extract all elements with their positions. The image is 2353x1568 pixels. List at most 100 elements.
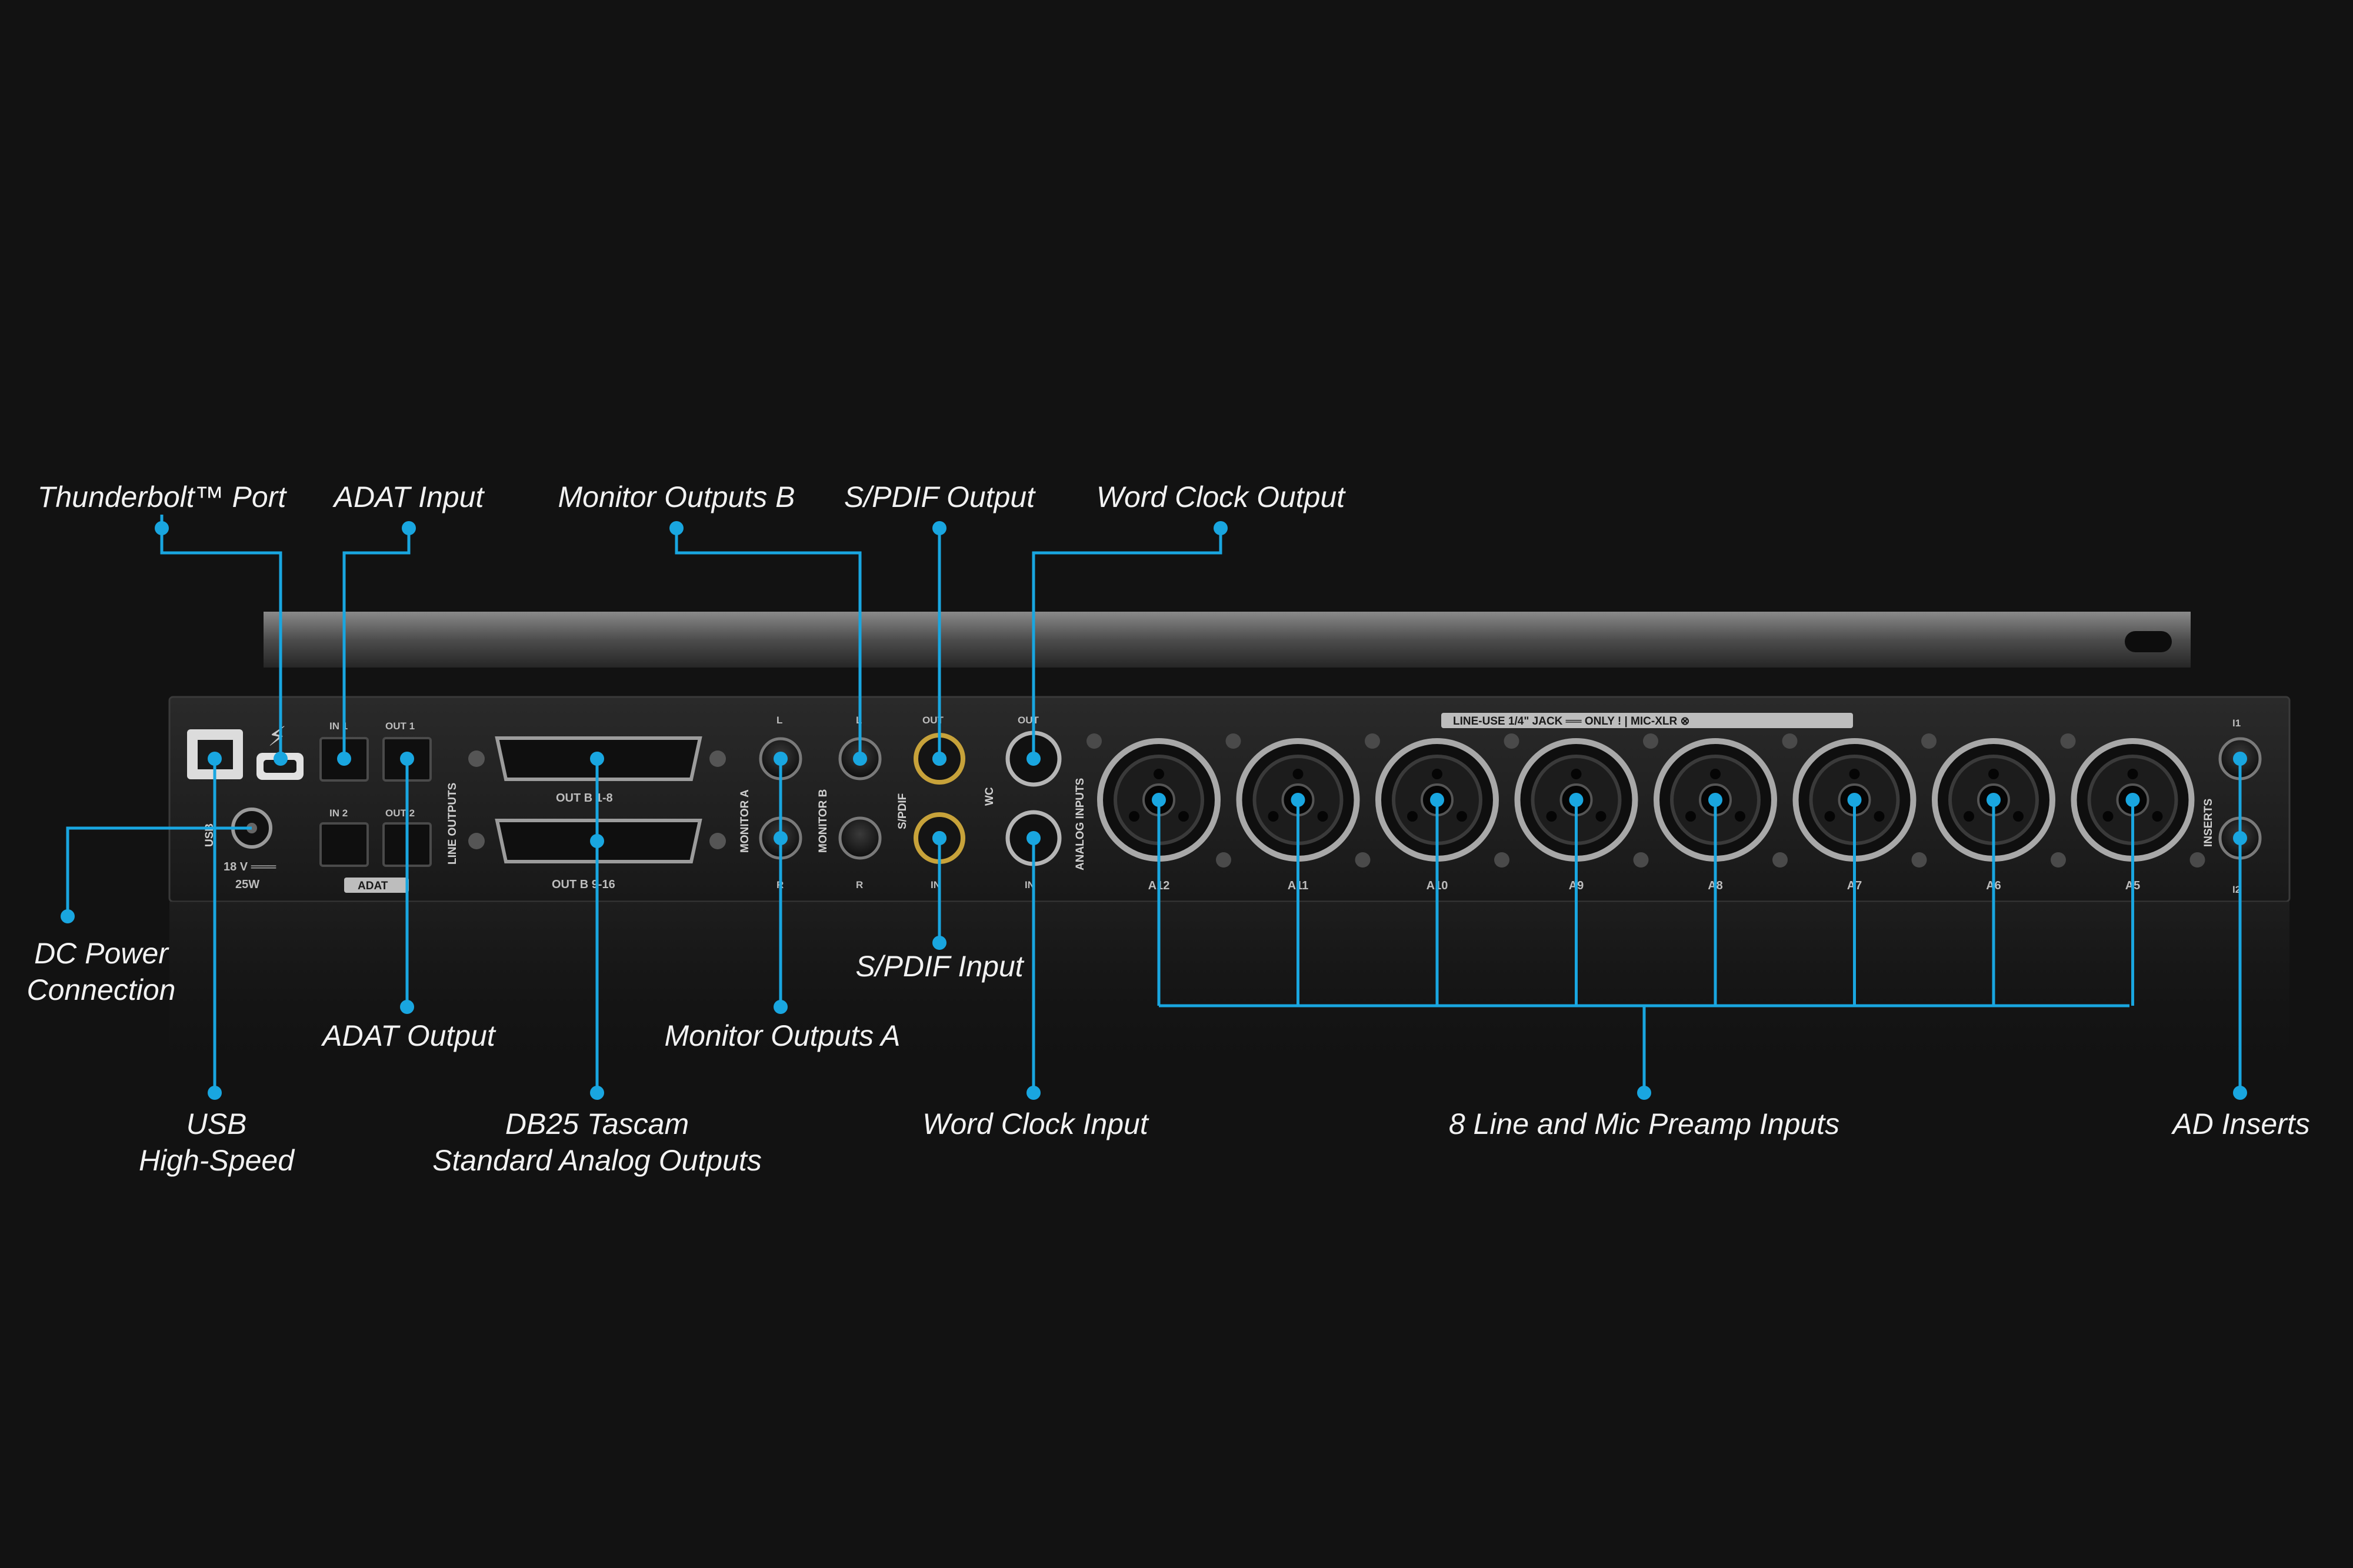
- combo-jack-pin: [1432, 769, 1442, 779]
- combo-jack-pin: [2152, 811, 2163, 822]
- db25-bottom-label: OUT B 9-16: [552, 878, 615, 891]
- combo-jack-latch: [2189, 852, 2205, 868]
- spdif-input-callout: S/PDIF Input: [855, 950, 1024, 983]
- combo-jack-pin: [1546, 811, 1557, 822]
- thunderbolt-icon: ⚡: [268, 720, 286, 752]
- leader-dots: [61, 521, 2247, 1100]
- db25-screw: [468, 833, 485, 849]
- leader-dot: [932, 831, 946, 845]
- monitor-b-callout: Monitor Outputs B: [558, 481, 795, 513]
- leader-dot: [402, 521, 416, 535]
- combo-jack-pin: [1292, 769, 1304, 779]
- monitor-b-right-jack[interactable]: [838, 816, 882, 860]
- db25-screw: [709, 750, 726, 767]
- adat-input-leader: [342, 526, 411, 759]
- monitor-b-leader: [675, 526, 862, 759]
- preamp-inputs-callout: 8 Line and Mic Preamp Inputs: [1449, 1107, 1839, 1140]
- combo-jack-latch: [1633, 852, 1649, 868]
- leader-dot: [1987, 793, 2001, 807]
- combo-jack-pin: [1457, 811, 1467, 822]
- leader-dot: [853, 752, 867, 766]
- adat-in2-label: IN 2: [329, 808, 348, 819]
- combo-jack-pin: [1874, 811, 1885, 822]
- rack-lid: [264, 612, 2191, 668]
- spdif-label: S/PDIF: [896, 793, 909, 829]
- monitor-a-label: MONITOR A: [739, 789, 751, 853]
- dc-power-callout-line2: Connection: [27, 973, 176, 1006]
- combo-jack-pin: [1129, 811, 1139, 822]
- leader-dot: [1026, 1086, 1041, 1100]
- combo-jack-pin: [2127, 769, 2138, 779]
- spdif-output-callout: S/PDIF Output: [844, 481, 1036, 513]
- leader-dot: [61, 909, 75, 923]
- monitor-a-l-label: L: [776, 715, 782, 726]
- wc-out-label: OUT: [1018, 715, 1039, 726]
- leader-dot: [400, 1000, 414, 1014]
- power-spec-voltage: 18 V ═══: [224, 860, 276, 873]
- combo-jack-latch: [1355, 852, 1371, 868]
- combo-jack-pin: [1268, 811, 1279, 822]
- combo-jack-pin: [1824, 811, 1835, 822]
- monitor-b-label: MONITOR B: [817, 789, 829, 853]
- combo-jack-latch: [1494, 852, 1509, 868]
- leader-dot: [1569, 793, 1584, 807]
- thunderbolt-port-inner: [264, 760, 296, 773]
- ad-inserts-callout: AD Inserts: [2171, 1107, 2309, 1140]
- combo-jack-pin: [1964, 811, 1974, 822]
- adat-output-callout: ADAT Output: [321, 1019, 496, 1052]
- leader-dot: [669, 521, 684, 535]
- leader-lines: [66, 515, 2242, 1093]
- leader-dot: [208, 752, 222, 766]
- combo-jack-pin: [2102, 811, 2114, 822]
- combo-jack-latch: [2051, 852, 2066, 868]
- adat-input-2[interactable]: [319, 822, 369, 867]
- combo-jack-pin: [1735, 811, 1745, 822]
- dc-power-leader: [66, 826, 252, 916]
- combo-jack-latch: [1911, 852, 1927, 868]
- leader-dot: [774, 1000, 788, 1014]
- analog-inputs-section: ANALOG INPUTS LINE-USE 1/4" JACK ══ ONLY…: [1074, 713, 2262, 895]
- combo-jack-latch: [1365, 733, 1380, 749]
- leader-dot: [337, 752, 351, 766]
- db25-callout-line2: Standard Analog Outputs: [432, 1144, 762, 1177]
- combo-jack-latch: [2060, 733, 2076, 749]
- combo-jack-pin: [1595, 811, 1607, 822]
- usb-callout-line1: USB: [186, 1107, 247, 1140]
- combo-jack-pin: [1988, 769, 1999, 779]
- preamp-drops: [1152, 793, 2140, 1006]
- leader-dot: [590, 1086, 604, 1100]
- combo-jack-pin: [1317, 811, 1328, 822]
- combo-jack-pin: [1571, 769, 1582, 779]
- leader-dot: [1847, 793, 1862, 807]
- insert-i1-label: I1: [2232, 718, 2241, 729]
- combo-jack-latch: [1921, 733, 1937, 749]
- leader-dot: [1214, 521, 1228, 535]
- leader-dot: [932, 521, 946, 535]
- word-clock-output-callout: Word Clock Output: [1096, 481, 1346, 513]
- usb-callout-line2: High-Speed: [139, 1144, 295, 1177]
- combo-jack-latch: [1225, 733, 1241, 749]
- combo-jack-pin: [1178, 811, 1189, 822]
- combo-jack-latch: [1086, 733, 1102, 749]
- leader-dot: [1637, 1086, 1651, 1100]
- leader-dot: [1026, 752, 1041, 766]
- wc-label: WC: [984, 787, 996, 806]
- leader-dot: [1708, 793, 1722, 807]
- combo-jack-a12[interactable]: A12: [1086, 733, 1231, 892]
- adat-badge-label: ADAT: [358, 880, 388, 892]
- word-clock-input-callout: Word Clock Input: [922, 1107, 1149, 1140]
- leader-dot: [590, 752, 604, 766]
- db25-screw: [468, 750, 485, 767]
- leader-dot: [274, 752, 288, 766]
- monitor-a-callout: Monitor Outputs A: [664, 1019, 900, 1052]
- db25-callout-line1: DB25 Tascam: [505, 1107, 689, 1140]
- callout-labels: Thunderbolt™ Port ADAT Input Monitor Out…: [27, 481, 2310, 1177]
- adat-out1-label: OUT 1: [385, 720, 415, 732]
- db25-top-label: OUT B 1-8: [556, 792, 613, 805]
- leader-dot: [932, 936, 946, 950]
- leader-dot: [155, 521, 169, 535]
- combo-jack-latch: [1782, 733, 1798, 749]
- line-outputs-label: LINE OUTPUTS: [446, 783, 459, 865]
- leader-dot: [932, 752, 946, 766]
